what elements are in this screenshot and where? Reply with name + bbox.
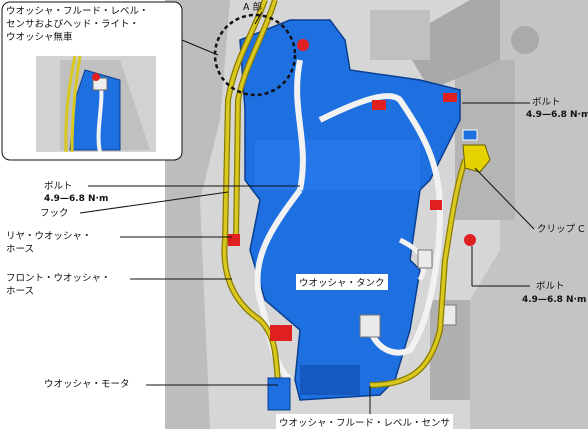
level-sensor-connector <box>359 314 381 338</box>
leader-clip <box>474 167 535 230</box>
inset-connector <box>92 77 108 91</box>
bolt-top-right-torque: 4.9—6.8 N·m <box>526 110 588 120</box>
rear-hose-label-line1: リヤ・ウオッシャ・ <box>6 231 92 242</box>
bolt-marker-bottom-right <box>464 234 476 246</box>
hook-label: フック <box>40 208 69 219</box>
inset-title-line2: センサおよびヘッド・ライト・ <box>6 19 140 30</box>
front-washer-hose <box>222 0 282 401</box>
bolt-bottom-right-torque: 4.9—6.8 N·m <box>522 295 587 305</box>
bolt-head-bg <box>511 26 539 54</box>
marker-top-right <box>443 93 457 102</box>
inset-leader <box>181 39 219 56</box>
bolt-top-right-head <box>462 129 478 141</box>
part-a-label: A 部 <box>243 2 263 13</box>
level-sensor-label: ウオッシャ・フルード・レベル・センサ <box>276 414 454 430</box>
tank-face-highlight <box>255 140 420 190</box>
part-a-circle <box>213 13 297 97</box>
marker-left <box>228 234 240 246</box>
front-hose-label-line1: フロント・ウオッシャ・ <box>6 273 111 284</box>
bolt-marker-top <box>297 39 309 51</box>
inset-marker <box>92 73 100 81</box>
right-washer-hose <box>369 159 467 387</box>
rear-washer-hose <box>234 0 277 241</box>
leader-part-a <box>254 11 263 25</box>
leader-hook <box>79 191 229 214</box>
inset-title-line1: ウオッシャ・フルード・レベル・ <box>6 6 149 17</box>
inset-hose-1 <box>64 55 77 153</box>
motor-label: ウオッシャ・モータ <box>44 379 130 390</box>
marker-bottom-left <box>270 325 292 341</box>
front-hose-label-line2: ホース <box>6 286 35 297</box>
bolt-left-label: ボルト <box>44 181 73 192</box>
clip-c <box>462 144 491 173</box>
rear-hose-label-line2: ホース <box>6 244 35 255</box>
inset-title-line3: ウオッシャ無車 <box>6 32 73 43</box>
clip-label: クリップ C <box>537 224 585 235</box>
bolt-bottom-right-label: ボルト <box>536 281 565 292</box>
connector-mid <box>417 249 433 269</box>
bolt-top-right-label: ボルト <box>532 97 561 108</box>
tank-label: ウオッシャ・タンク <box>296 274 388 290</box>
marker-top-mid <box>372 100 386 110</box>
bolt-left-torque: 4.9—6.8 N·m <box>44 194 109 204</box>
connector-bundle-bg <box>370 10 430 60</box>
marker-right <box>430 200 442 210</box>
harness-upper <box>294 59 306 191</box>
washer-motor <box>267 377 291 411</box>
washer-tank-body <box>239 19 461 401</box>
tank-sump <box>300 365 360 395</box>
inset-hose-2 <box>70 55 82 153</box>
duct-top-right <box>400 0 500 90</box>
